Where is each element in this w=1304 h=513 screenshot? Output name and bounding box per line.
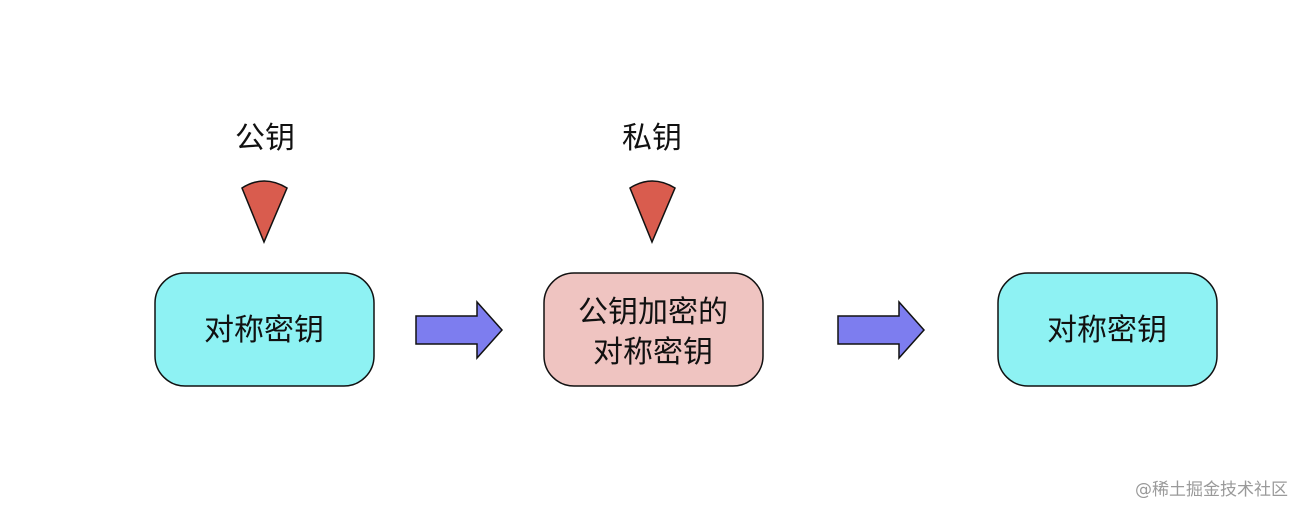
symmetric-key-box: 对称密钥 — [154, 272, 375, 387]
symmetric-key-box-text: 对称密钥 — [204, 313, 324, 348]
decrypted-symmetric-key-box: 对称密钥 — [997, 272, 1218, 387]
decrypted-key-box-text: 对称密钥 — [1047, 313, 1167, 348]
private-key-label: 私钥 — [622, 121, 682, 156]
right-arrow-icon — [837, 300, 926, 360]
private-key-wedge-icon — [629, 180, 676, 244]
public-key-wedge-icon — [241, 180, 288, 244]
encrypted-box-text-line-2: 对称密钥 — [593, 335, 713, 370]
encrypted-box-text-line-1: 公钥加密的 — [578, 295, 728, 330]
encrypted-symmetric-key-box: 公钥加密的 对称密钥 — [543, 272, 764, 387]
right-arrow-icon — [415, 300, 504, 360]
watermark: @稀土掘金技术社区 — [1135, 480, 1288, 500]
public-key-label: 公钥 — [235, 121, 295, 156]
